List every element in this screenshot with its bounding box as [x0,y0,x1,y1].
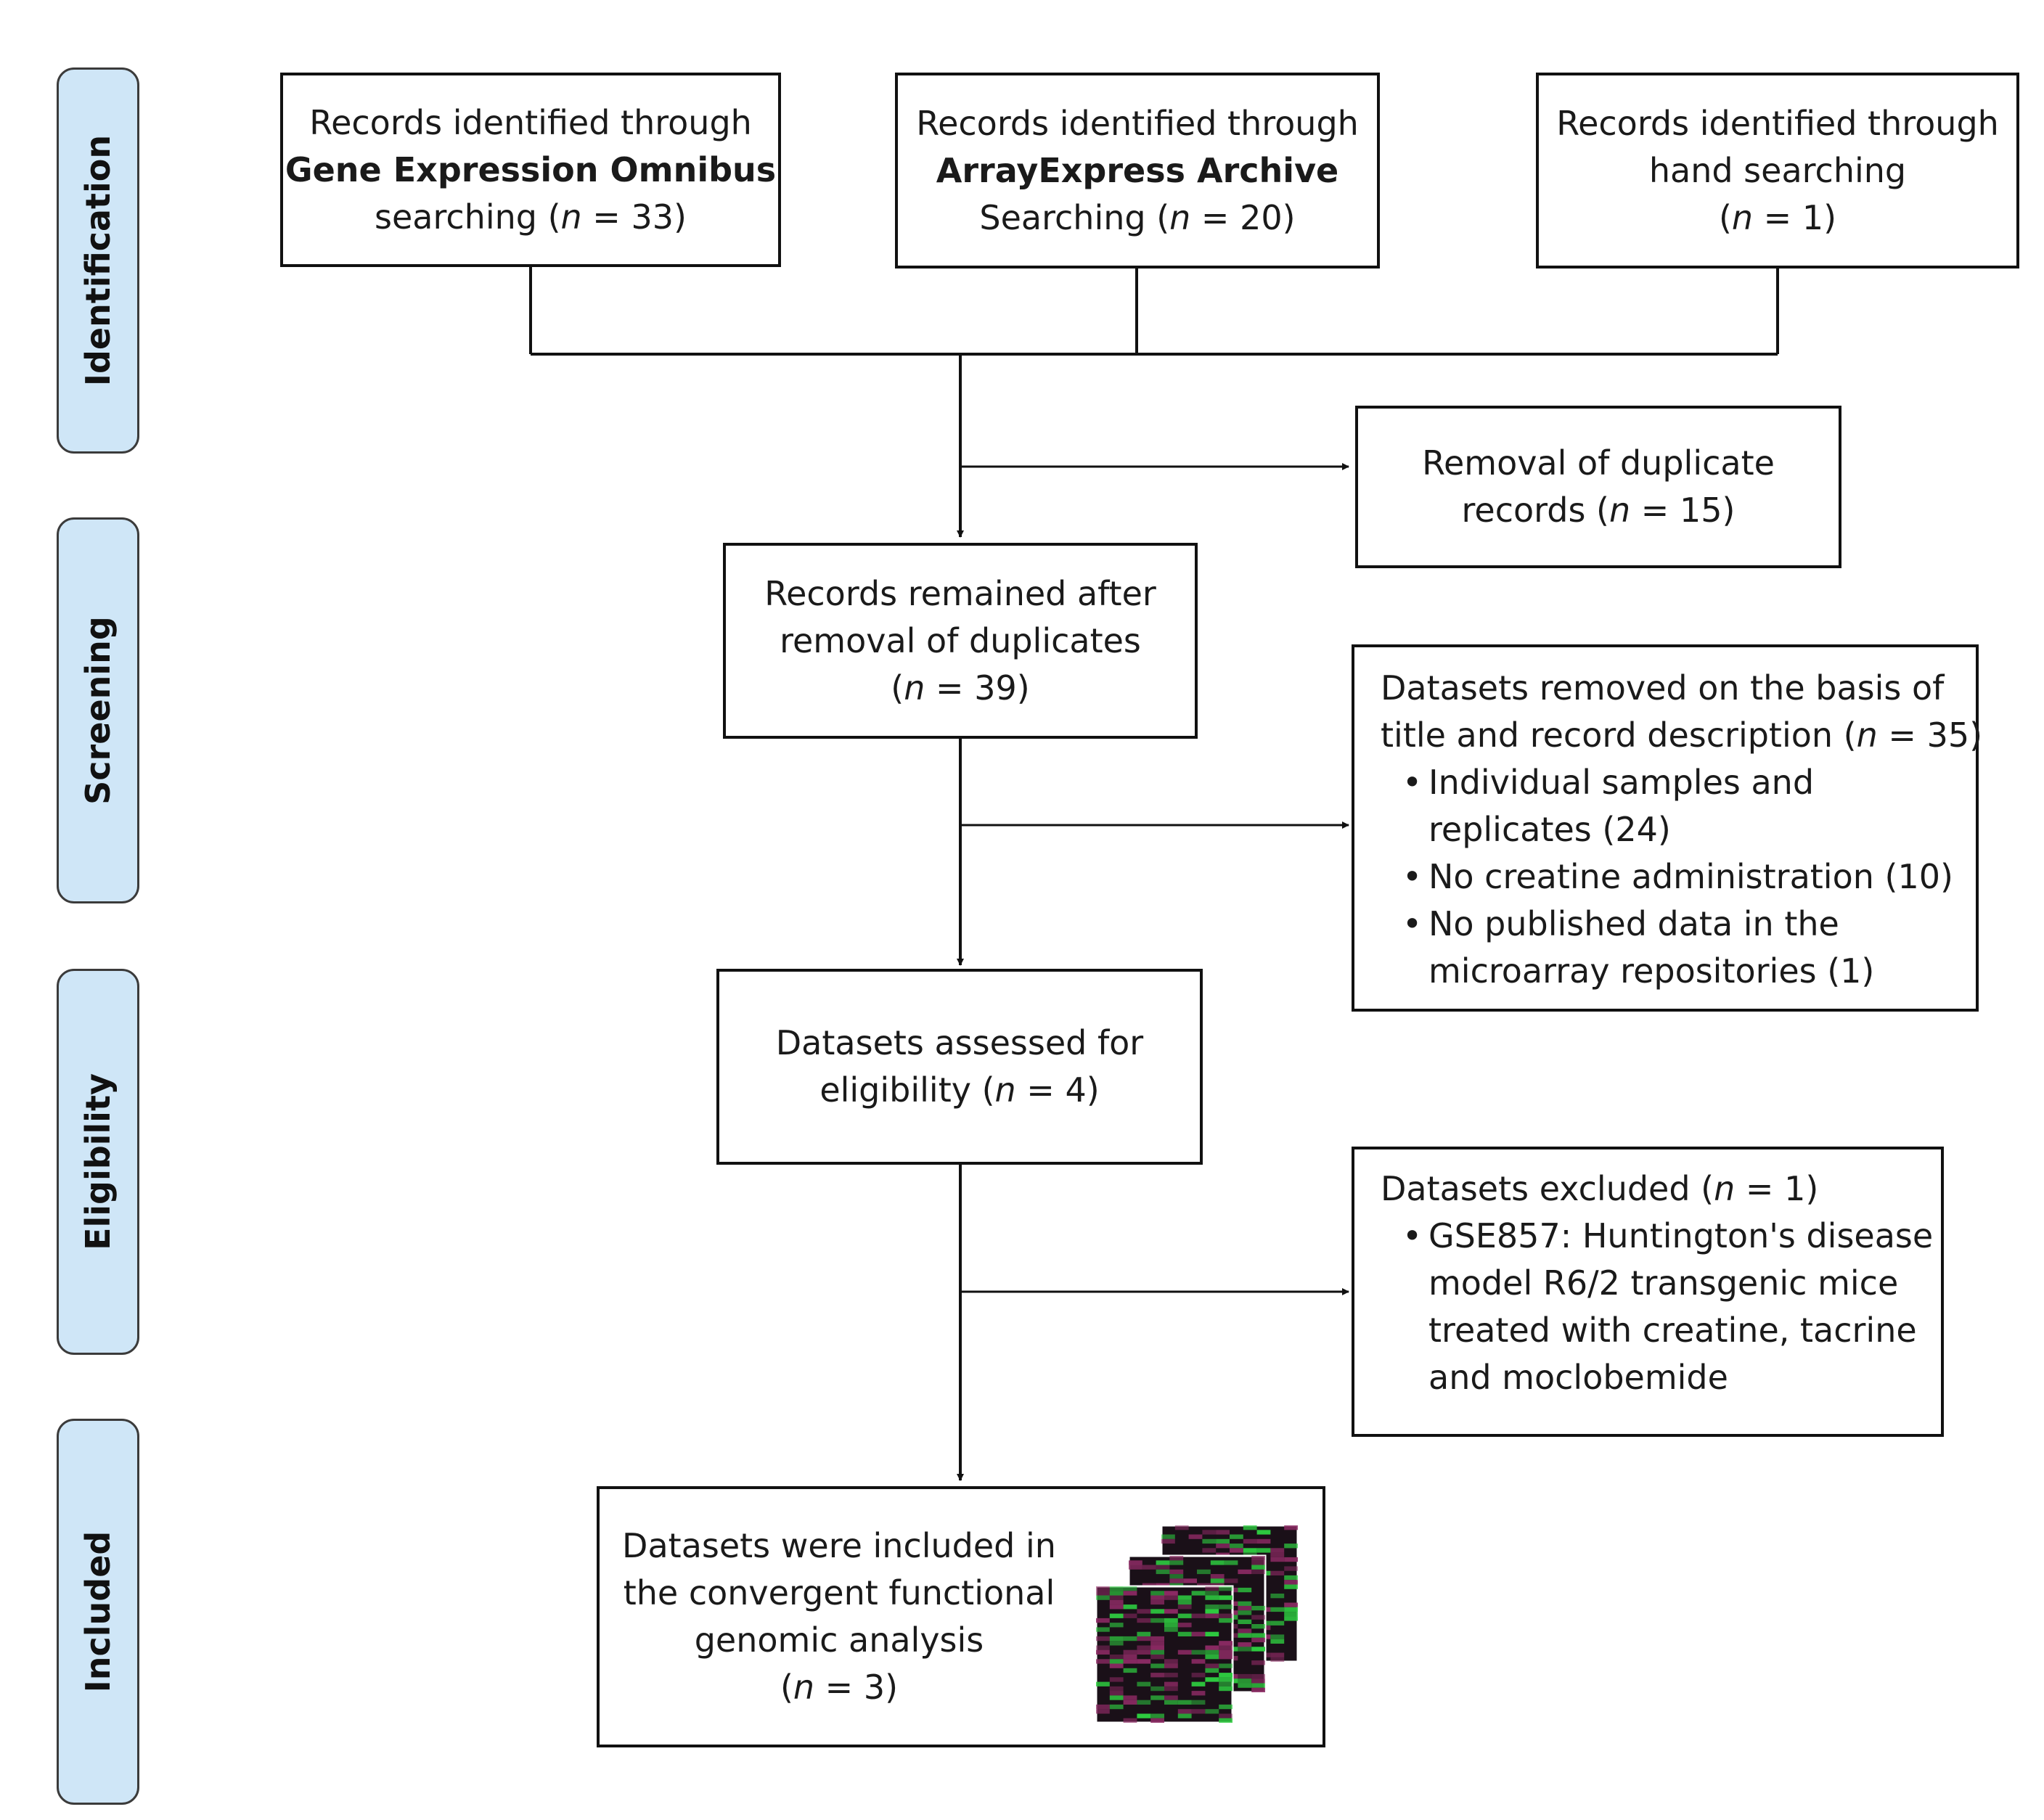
source-count: Searching (n = 20) [979,197,1296,237]
stage-screening: Screening [57,517,139,903]
duplicates-line1: Removal of duplicate [1422,443,1775,483]
stage-eligibility: Eligibility [57,969,139,1355]
source-box-geo: Records identified through Gene Expressi… [280,73,781,267]
stage-included: Included [57,1419,139,1805]
source-line1: Records identified through [309,102,752,142]
remained-box: Records remained after removal of duplic… [723,543,1198,739]
microarray-heatmap-icon [1096,1525,1299,1723]
source-name: Gene Expression Omnibus [285,149,777,189]
source-count: (n = 1) [1718,197,1837,237]
remained-count: (n = 39) [891,668,1030,708]
removed-box: Datasets removed on the basis of title a… [1352,644,1983,1012]
assessed-box: Datasets assessed for eligibility (n = 4… [716,969,1203,1165]
included-box: Datasets were included in the convergent… [597,1486,1325,1747]
included-text: Datasets were included in the convergent… [614,1522,1064,1711]
included-line2: the convergent functional [623,1573,1055,1612]
source-name: hand searching [1648,150,1907,190]
source-name: ArrayExpress Archive [936,150,1339,190]
source-line1: Records identified through [1556,103,1999,143]
excluded-box: Datasets excluded (n = 1) GSE857: Huntin… [1352,1147,1944,1437]
remained-line1: Records remained after [764,573,1156,613]
included-count: (n = 3) [780,1668,899,1707]
source-box-hand-search: Records identified through hand searchin… [1536,73,2019,269]
stage-label: Included [78,1530,118,1693]
duplicates-box: Removal of duplicate records (n = 15) [1355,406,1841,568]
source-box-arrayexpress: Records identified through ArrayExpress … [895,73,1380,269]
duplicates-count: records (n = 15) [1461,491,1736,530]
stage-label: Screening [78,616,118,805]
source-line1: Records identified through [916,103,1359,143]
included-line1: Datasets were included in [622,1526,1056,1565]
excluded-line1: Datasets excluded (n = 1) [1381,1169,1819,1208]
removed-line2: title and record description (n = 35) [1381,716,1983,755]
assessed-count: eligibility (n = 4) [819,1070,1100,1110]
source-count: searching (n = 33) [375,197,687,237]
assessed-line1: Datasets assessed for [775,1023,1144,1062]
stage-identification: Identification [57,67,139,454]
removed-line1: Datasets removed on the basis of [1381,668,1945,708]
included-line3: genomic analysis [694,1620,984,1660]
remained-line2: removal of duplicates [780,620,1141,660]
stage-label: Identification [78,134,118,387]
list-item: No creatine administration (10) [1402,853,1969,901]
stage-label: Eligibility [78,1073,118,1250]
